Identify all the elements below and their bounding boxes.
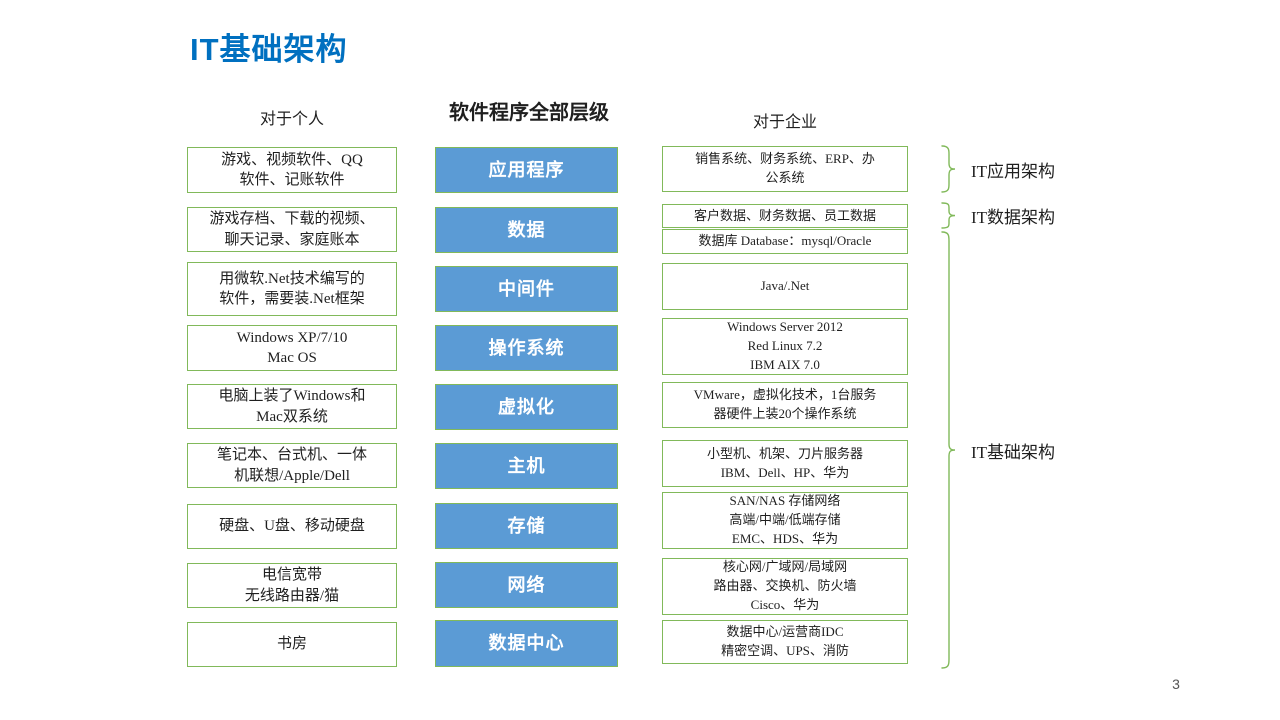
column-header-enterprise: 对于企业 [752,114,817,131]
column-header-software-layers: 软件程序全部层级 [449,102,609,124]
layer-box-os: 操作系统 [435,325,618,371]
layer-box-applications: 应用程序 [435,147,618,193]
enterprise-box-network: 核心网/广域网/局域网 路由器、交换机、防火墙 Cisco、华为 [662,558,908,615]
enterprise-box-middleware: Java/.Net [662,263,908,310]
personal-box-host: 笔记本、台式机、一体 机联想/Apple/Dell [187,443,397,488]
bracket-label-infrastructure: IT基础架构 [971,442,1056,462]
bracket-data-architecture-icon [941,202,956,229]
personal-box-storage: 硬盘、U盘、移动硬盘 [187,504,397,549]
enterprise-box-storage: SAN/NAS 存储网络 高端/中端/低端存储 EMC、HDS、华为 [662,492,908,549]
enterprise-box-applications: 销售系统、财务系统、ERP、办 公系统 [662,146,908,192]
column-header-personal: 对于个人 [259,111,324,128]
bracket-label-data-architecture: IT数据架构 [971,208,1056,227]
personal-box-datacenter: 书房 [187,622,397,667]
personal-box-applications: 游戏、视频软件、QQ 软件、记账软件 [187,147,397,193]
personal-box-os: Windows XP/7/10 Mac OS [187,325,397,371]
enterprise-box-business-data: 客户数据、财务数据、员工数据 [662,204,908,228]
layer-box-storage: 存储 [435,503,618,549]
personal-box-virtualization: 电脑上装了Windows和 Mac双系统 [187,384,397,429]
enterprise-box-servers: 小型机、机架、刀片服务器 IBM、Dell、HP、华为 [662,440,908,487]
enterprise-box-database: 数据库 Database：mysql/Oracle [662,229,908,254]
slide-title: IT基础架构 [190,32,348,67]
bracket-label-app-architecture: IT应用架构 [971,161,1056,181]
bracket-infrastructure-icon [941,231,956,669]
layer-box-middleware: 中间件 [435,266,618,312]
enterprise-box-os: Windows Server 2012 Red Linux 7.2 IBM AI… [662,318,908,375]
personal-box-network: 电信宽带 无线路由器/猫 [187,563,397,608]
page-number: 3 [1172,676,1180,692]
personal-box-middleware: 用微软.Net技术编写的 软件，需要装.Net框架 [187,262,397,316]
layer-box-datacenter: 数据中心 [435,620,618,667]
layer-box-host: 主机 [435,443,618,489]
enterprise-box-virtualization: VMware，虚拟化技术，1台服务 器硬件上装20个操作系统 [662,382,908,428]
layer-box-data: 数据 [435,207,618,253]
layer-box-virtualization: 虚拟化 [435,384,618,430]
personal-box-data: 游戏存档、下载的视频、 聊天记录、家庭账本 [187,207,397,252]
layer-box-network: 网络 [435,562,618,608]
enterprise-box-datacenter: 数据中心/运营商IDC 精密空调、UPS、消防 [662,620,908,664]
bracket-app-architecture-icon [941,145,956,193]
